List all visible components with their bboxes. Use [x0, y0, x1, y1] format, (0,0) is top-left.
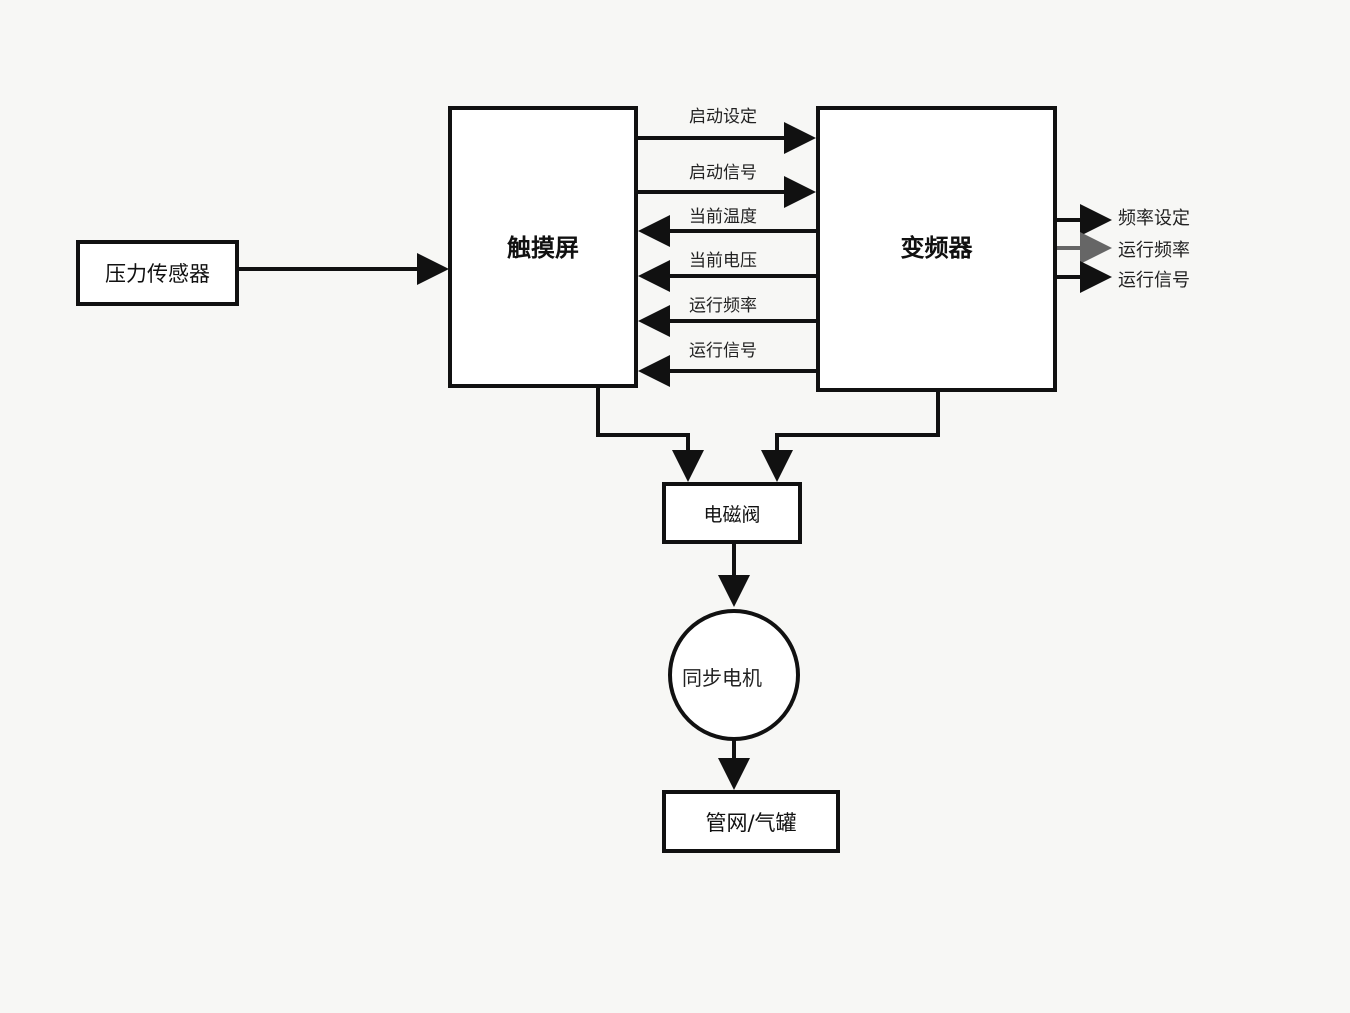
arrow-touchscreen-valve: [596, 386, 704, 482]
solenoid-valve-node: 电磁阀: [662, 482, 802, 544]
inverter-node: 变频器: [816, 106, 1057, 392]
signal-label: 当前温度: [689, 207, 757, 227]
motor-circle: [668, 609, 800, 741]
signal-label: 当前电压: [689, 251, 757, 271]
pressure-sensor-node: 压力传感器: [76, 240, 239, 306]
output-label: 运行信号: [1118, 270, 1190, 291]
arrow-inverter-valve: [761, 390, 940, 482]
signal-label: 启动信号: [689, 163, 757, 183]
signal-label: 运行信号: [689, 341, 757, 361]
signal-label: 运行频率: [689, 296, 757, 316]
output-label: 频率设定: [1118, 208, 1190, 229]
output-label: 运行频率: [1118, 240, 1190, 261]
pipe-tank-node: 管网/气罐: [662, 790, 840, 853]
signal-label: 启动设定: [689, 107, 757, 127]
motor-label: 同步电机: [682, 666, 762, 690]
touchscreen-node: 触摸屏: [448, 106, 638, 388]
